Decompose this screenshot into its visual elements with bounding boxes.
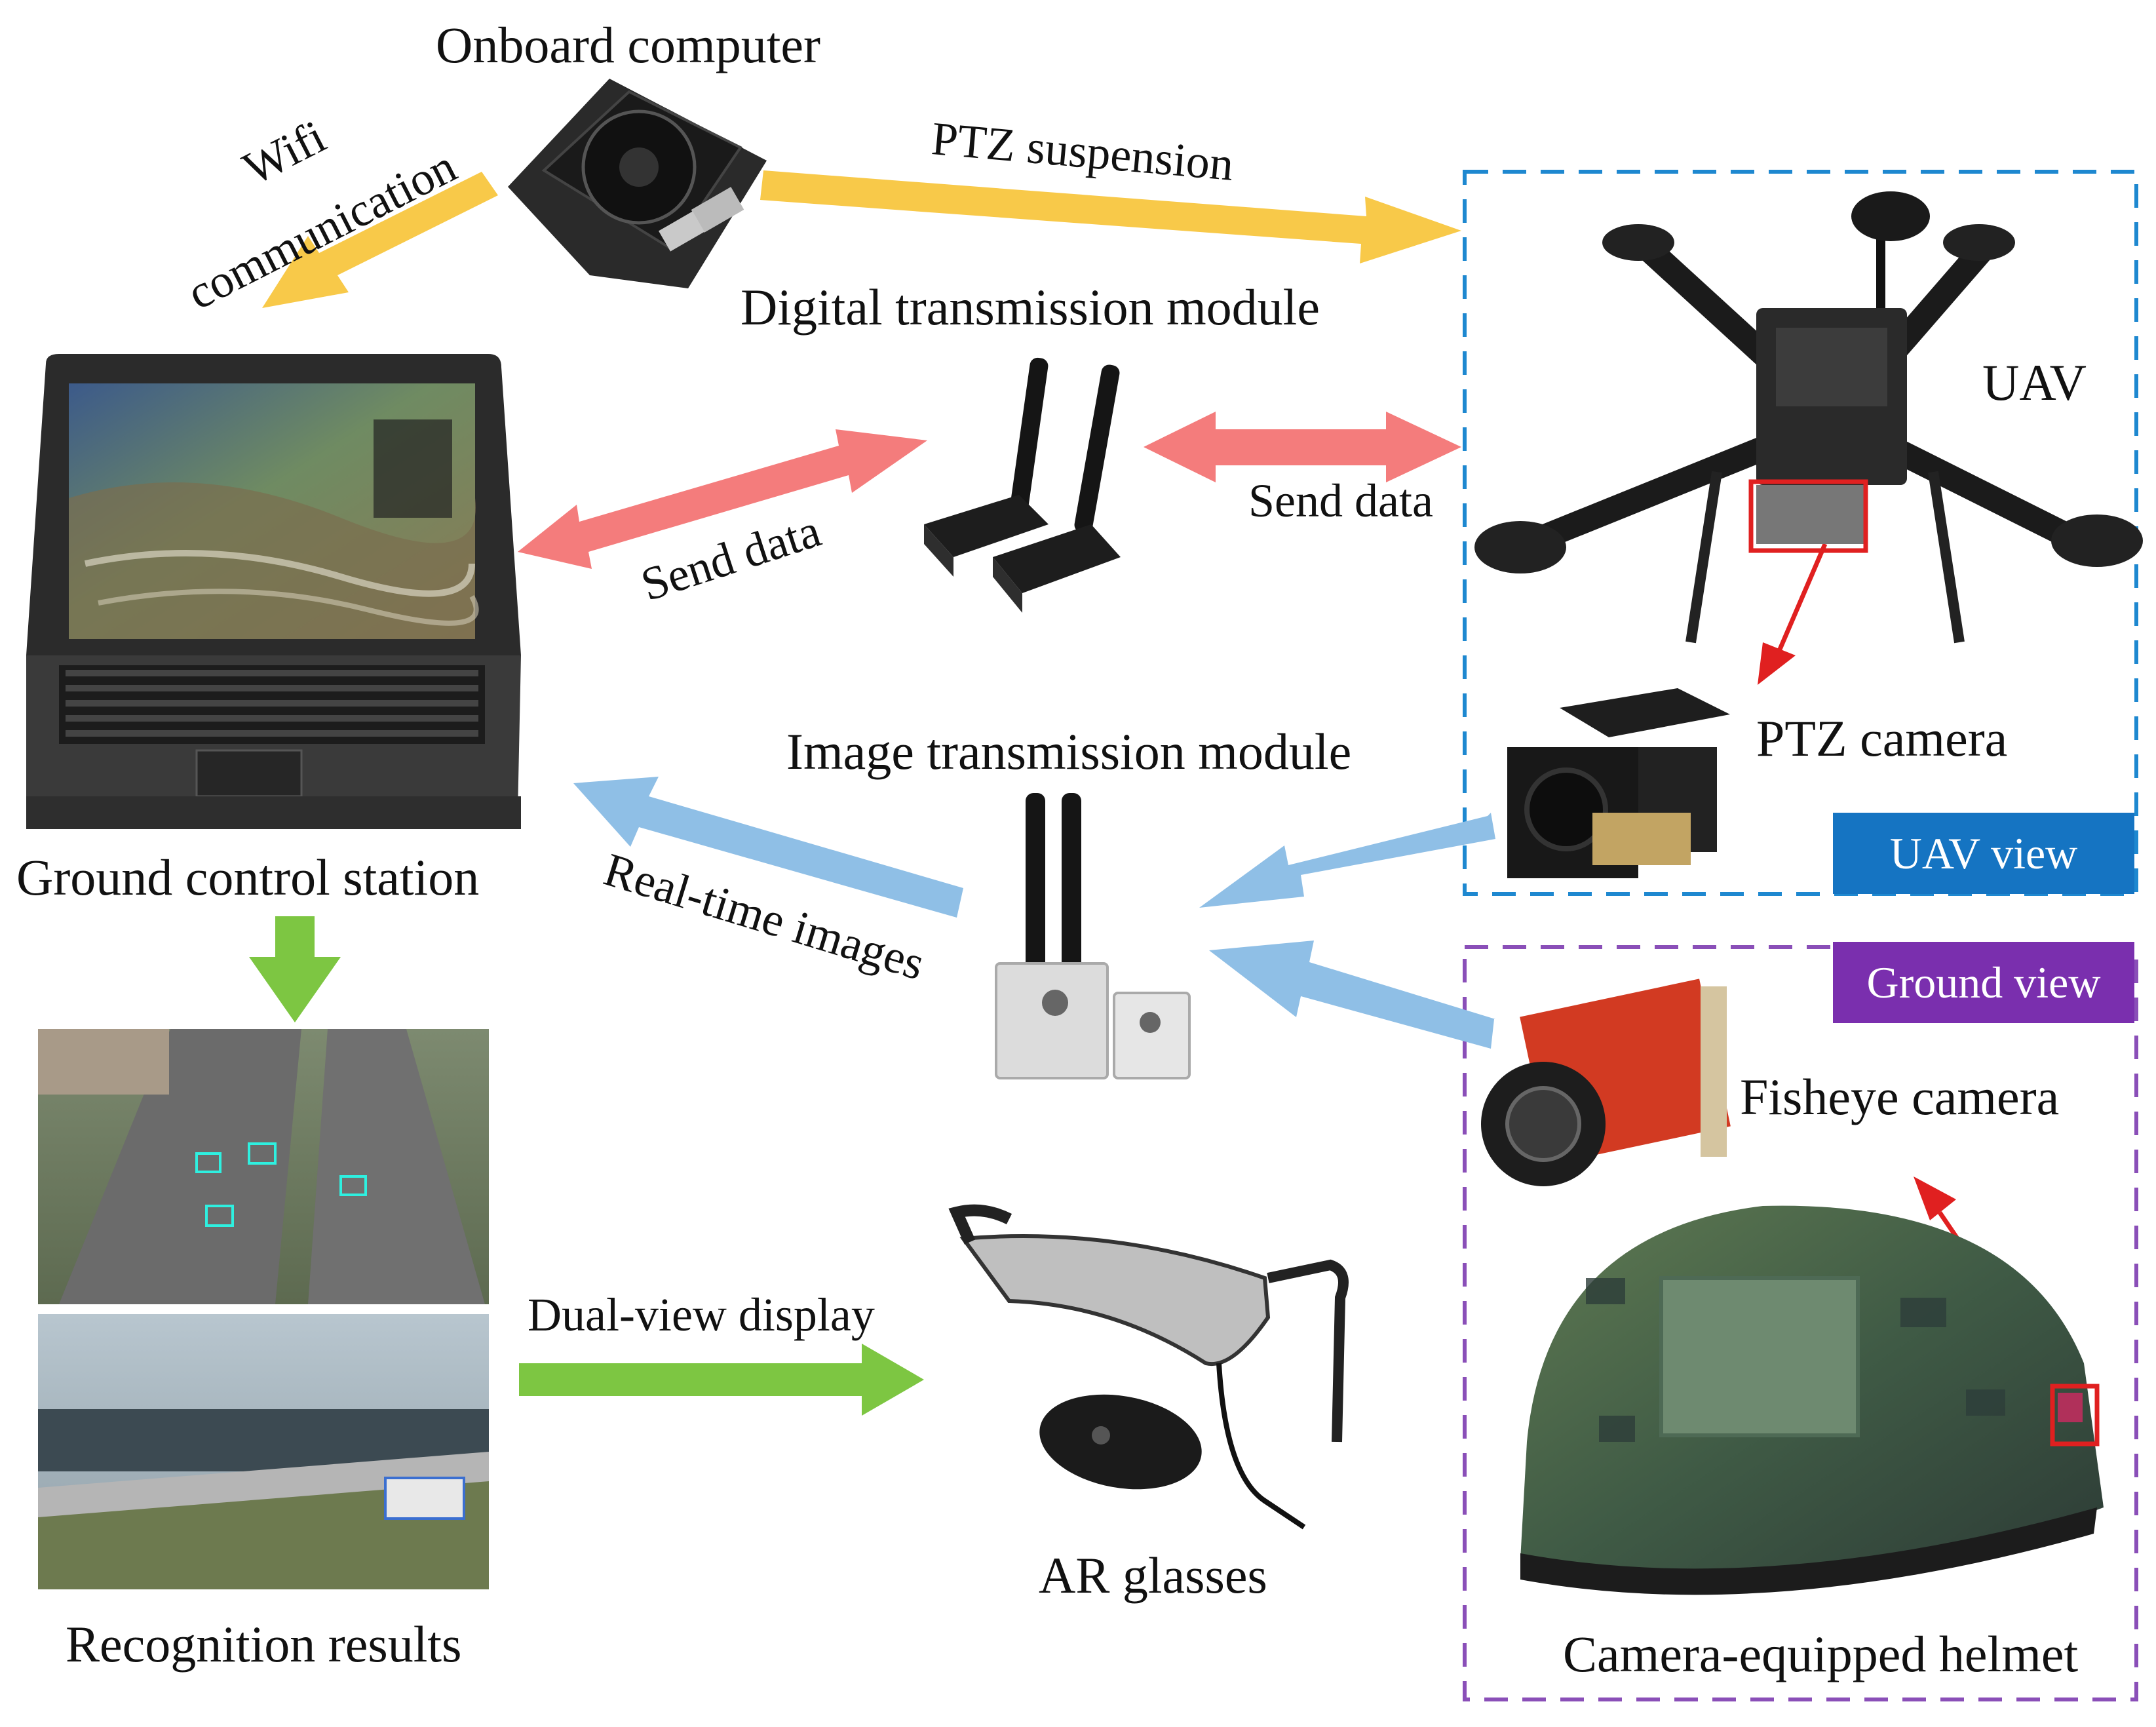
badge-ground-view: Ground view <box>1833 942 2134 1023</box>
recognition-image-uav <box>38 1029 489 1304</box>
digital-transmission-image <box>924 357 1121 613</box>
badge-uav-view: UAV view <box>1833 813 2134 894</box>
label-recognition-results: Recognition results <box>66 1616 462 1673</box>
image-transmission-image <box>995 793 1191 1079</box>
laptop-image <box>26 354 521 829</box>
dual-view-arrow <box>519 1344 924 1416</box>
label-uav: UAV <box>1982 354 2087 411</box>
ptz-suspension-arrow <box>760 170 1461 263</box>
onboard-computer-image <box>508 79 767 288</box>
label-ar-glasses: AR glasses <box>1039 1547 1267 1604</box>
helmet-image <box>1520 1205 2104 1595</box>
real-time-images-arrow <box>573 777 963 918</box>
label-send-data-right: Send data <box>1248 475 1433 527</box>
recognition-arrow <box>249 916 341 1022</box>
recognition-image-ground <box>38 1314 489 1589</box>
label-ground-control-station: Ground control station <box>16 849 480 906</box>
label-onboard-computer: Onboard computer <box>436 16 820 73</box>
helmet-camera-highlight-box <box>2050 1384 2100 1446</box>
label-camera-equipped-helmet: Camera-equipped helmet <box>1563 1625 2079 1682</box>
uav-image <box>1474 191 2143 644</box>
label-image-transmission-module: Image transmission module <box>786 723 1352 780</box>
uav-image-arrow <box>1199 813 1495 908</box>
label-dual-view-display: Dual-view display <box>528 1289 875 1341</box>
label-ptz-camera: PTZ camera <box>1756 710 2008 767</box>
send-data-arrow-left <box>518 429 927 569</box>
label-digital-transmission-module: Digital transmission module <box>741 279 1320 336</box>
fisheye-camera-image <box>1481 979 1731 1186</box>
gimbal-highlight-box <box>1748 479 1868 553</box>
send-data-arrow-right <box>1144 412 1461 482</box>
ground-view-box <box>1463 945 2138 1701</box>
wifi-arrow <box>262 172 498 308</box>
ptz-highlight-arrow <box>1758 543 1828 685</box>
ar-glasses-image <box>948 1204 1349 1530</box>
ptz-camera-image <box>1507 688 1730 878</box>
label-fisheye-camera: Fisheye camera <box>1740 1068 2060 1125</box>
ground-image-arrow <box>1209 941 1495 1049</box>
